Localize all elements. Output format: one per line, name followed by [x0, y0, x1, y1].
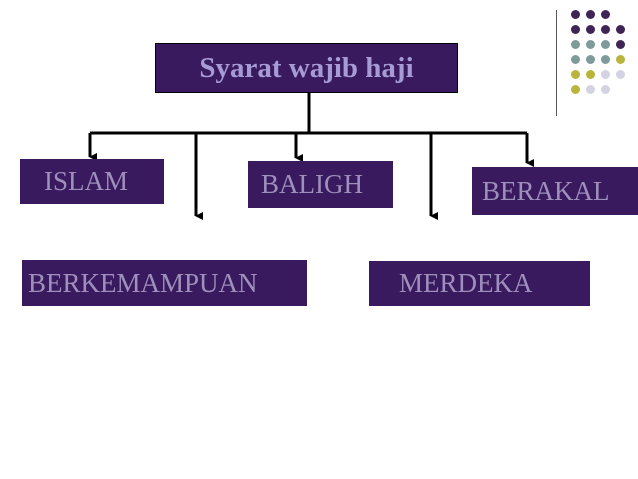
decorative-dot: [570, 54, 580, 64]
decorative-dot: [585, 9, 595, 19]
decorative-dot: [600, 54, 610, 64]
decorative-dot: [600, 69, 610, 79]
root-node-label: Syarat wajib haji: [199, 51, 414, 84]
decorative-dot: [585, 54, 595, 64]
decorative-dot: [585, 84, 595, 94]
decorative-dot: [570, 84, 580, 94]
node-berkemampuan: BERKEMAMPUAN: [22, 260, 307, 306]
decorative-dot: [600, 84, 610, 94]
decorative-dot: [615, 39, 625, 49]
decorative-dot: [570, 39, 580, 49]
node-berakal-label: BERAKAL: [482, 175, 610, 206]
decorative-dot: [615, 54, 625, 64]
node-merdeka-label: MERDEKA: [399, 268, 533, 298]
node-baligh-label: BALIGH: [261, 169, 363, 199]
decorative-dot: [615, 69, 625, 79]
decorative-dot: [600, 39, 610, 49]
decorative-dot: [570, 69, 580, 79]
decorative-dot: [585, 69, 595, 79]
node-islam-label: ISLAM: [44, 166, 129, 196]
decorative-dot: [600, 24, 610, 34]
root-node: Syarat wajib haji: [155, 43, 458, 93]
decorative-dot: [600, 9, 610, 19]
node-merdeka: MERDEKA: [369, 261, 590, 306]
node-berkemampuan-label: BERKEMAMPUAN: [28, 267, 258, 298]
decorative-dot: [585, 39, 595, 49]
decorative-dot: [570, 9, 580, 19]
decorative-dot: [570, 24, 580, 34]
decorative-divider: [556, 10, 557, 116]
decorative-dot: [585, 24, 595, 34]
node-berakal: BERAKAL: [472, 167, 638, 215]
decorative-dot: [615, 24, 625, 34]
node-islam: ISLAM: [20, 159, 164, 204]
node-baligh: BALIGH: [248, 161, 393, 208]
